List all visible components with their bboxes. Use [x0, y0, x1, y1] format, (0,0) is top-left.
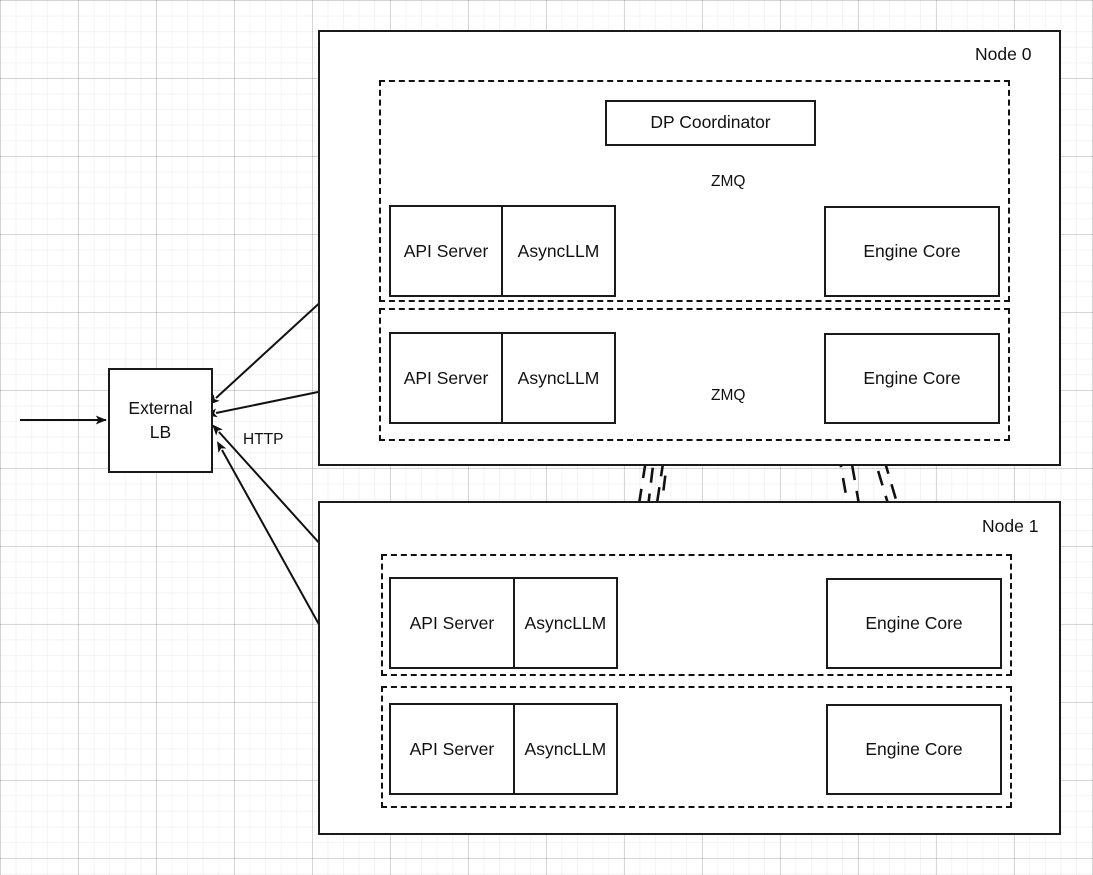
dp-group-node0-0: [379, 80, 1010, 302]
asyncllm-cell: AsyncLLM: [524, 612, 607, 633]
api-server-unit-node1-0: API Server AsyncLLM: [389, 577, 618, 669]
engine-core-node1-0: Engine Core: [826, 578, 1002, 669]
zmq-label-node0-0: ZMQ: [711, 173, 746, 190]
engine-core-label: Engine Core: [863, 240, 961, 261]
http-label: HTTP: [243, 431, 284, 448]
api-server-unit-node0-0: API Server AsyncLLM: [389, 205, 616, 297]
asyncllm-cell: AsyncLLM: [524, 738, 607, 759]
dp-group-node0-1: [379, 308, 1010, 441]
engine-core-node0-0: Engine Core: [824, 206, 1000, 297]
asyncllm-cell: AsyncLLM: [517, 240, 600, 261]
api-server-cell: API Server: [391, 207, 503, 295]
dp-coordinator-label: DP Coordinator: [650, 112, 771, 133]
api-server-cell: API Server: [391, 334, 503, 422]
engine-core-label: Engine Core: [865, 612, 963, 633]
api-server-cell: API Server: [391, 579, 515, 667]
api-server-unit-node0-1: API Server AsyncLLM: [389, 332, 616, 424]
api-server-unit-node1-1: API Server AsyncLLM: [389, 703, 618, 795]
engine-core-label: Engine Core: [863, 367, 961, 388]
zmq-label-node0-1: ZMQ: [711, 387, 746, 404]
dp-group-node1-0: [381, 554, 1012, 676]
engine-core-label: Engine Core: [865, 738, 963, 759]
dp-group-node1-1: [381, 686, 1012, 808]
node-title-1: Node 1: [982, 516, 1039, 536]
api-server-cell: API Server: [391, 705, 515, 793]
node-title-0: Node 0: [975, 44, 1032, 64]
external-lb-box: External LB: [108, 368, 213, 473]
engine-core-node1-1: Engine Core: [826, 704, 1002, 795]
external-lb-label-line1: External: [128, 398, 193, 419]
dp-coordinator-box: DP Coordinator: [605, 100, 816, 146]
asyncllm-cell: AsyncLLM: [517, 367, 600, 388]
engine-core-node0-1: Engine Core: [824, 333, 1000, 424]
external-lb-label-line2: LB: [149, 421, 172, 442]
